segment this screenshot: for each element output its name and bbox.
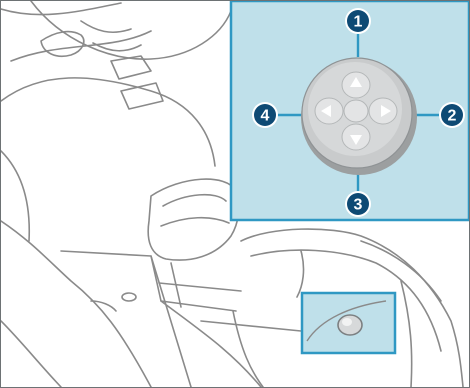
seat-cushion bbox=[148, 179, 239, 260]
seat-side-trim bbox=[233, 251, 304, 387]
callout-1: 1 bbox=[345, 8, 371, 34]
callout-number: 1 bbox=[354, 14, 363, 31]
floor-mat bbox=[61, 251, 191, 387]
floor-anchor bbox=[122, 293, 136, 301]
pad-center bbox=[344, 100, 368, 122]
callout-4: 4 bbox=[252, 102, 278, 128]
switch-location-highlight bbox=[302, 293, 395, 353]
door-sill bbox=[1, 221, 151, 387]
callout-number: 3 bbox=[354, 197, 363, 214]
callout-2: 2 bbox=[439, 102, 465, 128]
callout-number: 2 bbox=[448, 108, 457, 125]
seat-base bbox=[161, 301, 301, 387]
controller-inset: 1 2 3 4 bbox=[231, 1, 469, 220]
left-panel bbox=[1, 151, 61, 387]
seat-cushion-inner bbox=[161, 195, 229, 226]
callout-number: 4 bbox=[261, 108, 270, 125]
steering-wheel-outline bbox=[31, 1, 231, 59]
switch-knob-highlight bbox=[342, 318, 352, 326]
dashboard-outline bbox=[1, 3, 215, 166]
callout-3: 3 bbox=[345, 191, 371, 217]
vent-outline bbox=[41, 32, 84, 57]
